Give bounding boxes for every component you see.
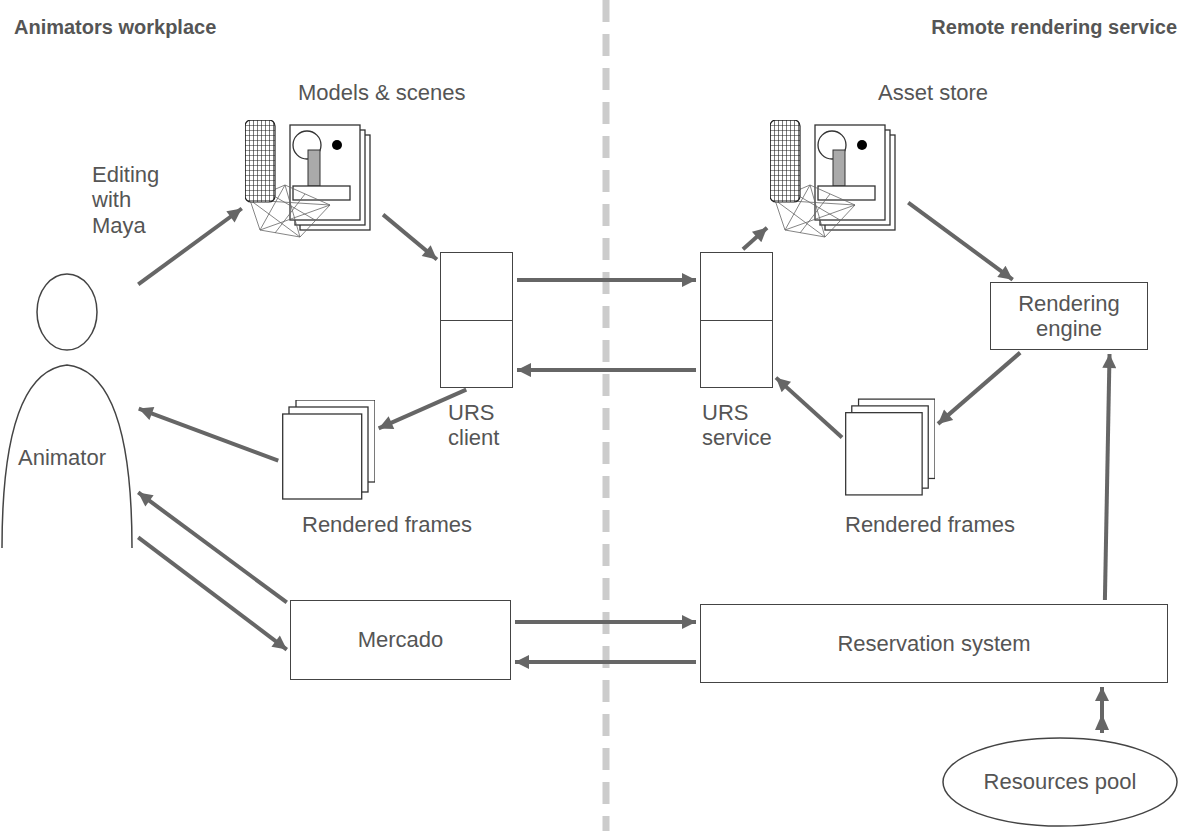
node-label: Rendering engine xyxy=(991,291,1147,342)
flow-arrow xyxy=(776,378,842,438)
divider-line xyxy=(603,0,610,831)
head-outline xyxy=(37,274,97,350)
node-label: Reservation system xyxy=(827,631,1040,656)
frames-stack-art xyxy=(282,400,375,500)
flow-arrow xyxy=(515,660,696,664)
frames-stack-art xyxy=(845,395,935,500)
actor-figure: Animator xyxy=(0,270,135,550)
node-label: Resources pool xyxy=(974,769,1147,794)
asset-illustration-art xyxy=(770,120,905,238)
service-component: URS service xyxy=(700,252,773,388)
flow-arrow xyxy=(138,537,287,649)
flow-arrow xyxy=(383,215,437,260)
flow-arrow xyxy=(1100,687,1104,733)
scene-art xyxy=(245,120,370,237)
node-label: Asset store xyxy=(878,80,988,105)
ellipse-outline xyxy=(943,738,1177,826)
region-title: Animators workplace xyxy=(14,16,216,39)
process-box: Reservation system xyxy=(700,604,1168,683)
frames-stack: Rendered frames xyxy=(845,395,935,500)
flow-arrow xyxy=(743,228,767,250)
node-label: URS service xyxy=(702,400,802,451)
flow-arrow xyxy=(908,203,1012,280)
flow-arrow xyxy=(515,620,696,624)
node-label: Animator xyxy=(18,445,106,470)
edge-label: Editing with Maya xyxy=(92,162,174,238)
node-label: Models & scenes xyxy=(298,80,466,105)
frames-art xyxy=(283,400,375,499)
flow-arrow xyxy=(139,409,279,461)
flow-arrow xyxy=(138,492,287,602)
node-label: Rendered frames xyxy=(845,512,1015,537)
scene-illustration-art xyxy=(245,120,380,238)
client-component: URS client xyxy=(440,252,513,388)
flow-arrow xyxy=(938,353,1020,424)
node-label: Mercado xyxy=(348,627,454,652)
component-cell xyxy=(700,252,773,321)
component-cell xyxy=(440,320,513,388)
region-title: Remote rendering service xyxy=(931,16,1177,39)
frames-stack: Rendered frames xyxy=(282,400,375,500)
component-cell xyxy=(440,252,513,321)
component-cell xyxy=(700,320,773,388)
asset-illustration: Asset store xyxy=(770,120,905,238)
body-outline xyxy=(2,365,132,548)
process-box: Rendering engine xyxy=(990,282,1148,350)
scene-illustration: Models & scenes xyxy=(245,120,380,238)
flow-arrow xyxy=(517,278,696,282)
flow-arrow xyxy=(1105,354,1110,600)
process-box: Mercado xyxy=(290,600,511,680)
pool-ellipse: Resources pool xyxy=(942,737,1178,827)
node-label: Rendered frames xyxy=(302,512,472,537)
actor-figure-art xyxy=(0,270,135,550)
scene-art xyxy=(770,120,895,237)
frames-art xyxy=(846,399,935,495)
flow-arrow xyxy=(517,368,696,372)
node-label: URS client xyxy=(448,400,543,451)
